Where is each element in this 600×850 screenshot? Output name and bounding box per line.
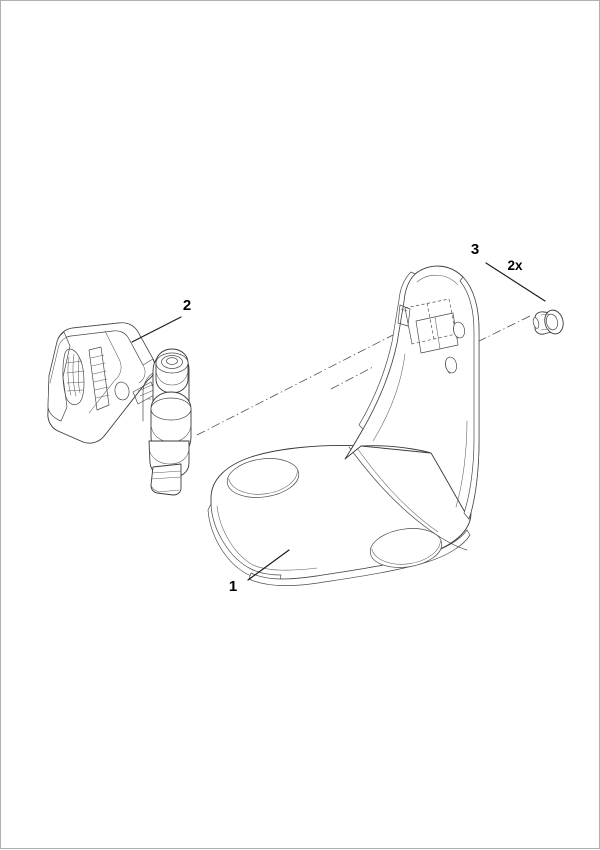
callout-label-1: 1 <box>229 578 237 595</box>
bracket-bolt-hole-upper <box>453 321 465 339</box>
bracket-base-hole-right <box>369 528 443 568</box>
injector-inlet-cap <box>155 348 189 394</box>
injector-nozzle-tip <box>150 463 182 496</box>
part-mounting-bracket <box>207 265 480 586</box>
bracket-base-hole-left <box>226 458 300 498</box>
leader-line-1 <box>247 549 290 581</box>
part-fuel-injector <box>47 322 192 496</box>
callout-label-3: 3 <box>471 241 479 258</box>
callout-quantity-3: 2x <box>507 258 523 273</box>
callout-label-2: 2 <box>183 297 191 314</box>
injector-rib-strip <box>88 346 110 411</box>
injector-connector-terminals <box>62 348 85 406</box>
leader-line-2 <box>131 316 182 343</box>
leader-line-3 <box>485 262 546 302</box>
bracket-bolt-hole-lower <box>445 356 457 374</box>
part-flange-bolt <box>532 309 564 335</box>
callout-leaders <box>131 262 546 581</box>
